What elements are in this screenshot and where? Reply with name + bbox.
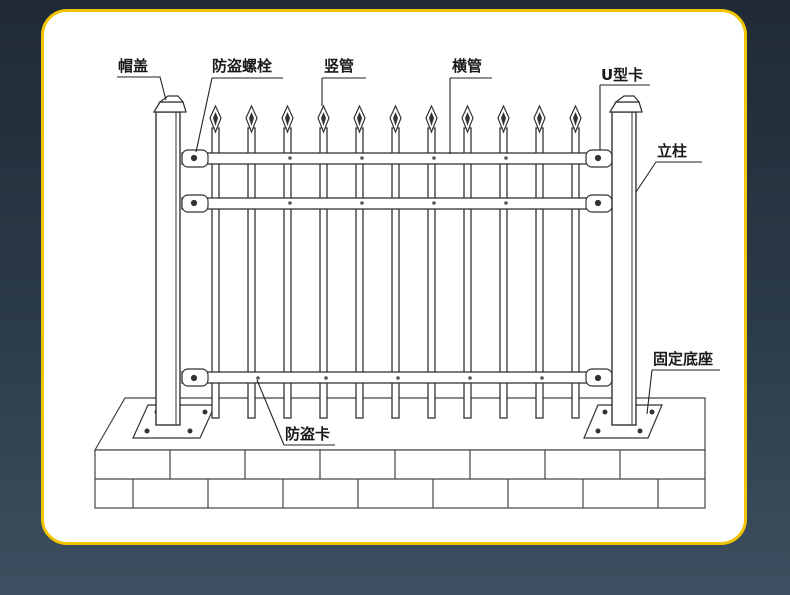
diagram-card: 帽盖 防盗螺栓 竖管 横管 U型卡 立柱 固定底座 防盗卡 bbox=[41, 9, 747, 545]
vertical-pickets bbox=[209, 104, 582, 419]
label-vertical-pipe: 竖管 bbox=[324, 57, 354, 75]
label-anti-theft-bolt: 防盗螺栓 bbox=[212, 57, 272, 75]
fence-diagram: 帽盖 防盗螺栓 竖管 横管 U型卡 立柱 固定底座 防盗卡 bbox=[93, 57, 720, 509]
left-post bbox=[152, 95, 187, 426]
label-horizontal-pipe: 横管 bbox=[452, 57, 482, 75]
label-anti-theft-clip: 防盗卡 bbox=[285, 425, 330, 443]
right-post bbox=[608, 95, 643, 426]
label-post: 立柱 bbox=[657, 142, 687, 160]
label-fixed-base: 固定底座 bbox=[653, 350, 713, 368]
label-u-clip: U型卡 bbox=[601, 66, 643, 84]
u-clips bbox=[181, 149, 613, 387]
label-cap: 帽盖 bbox=[118, 57, 148, 75]
leader-lines bbox=[117, 76, 720, 446]
